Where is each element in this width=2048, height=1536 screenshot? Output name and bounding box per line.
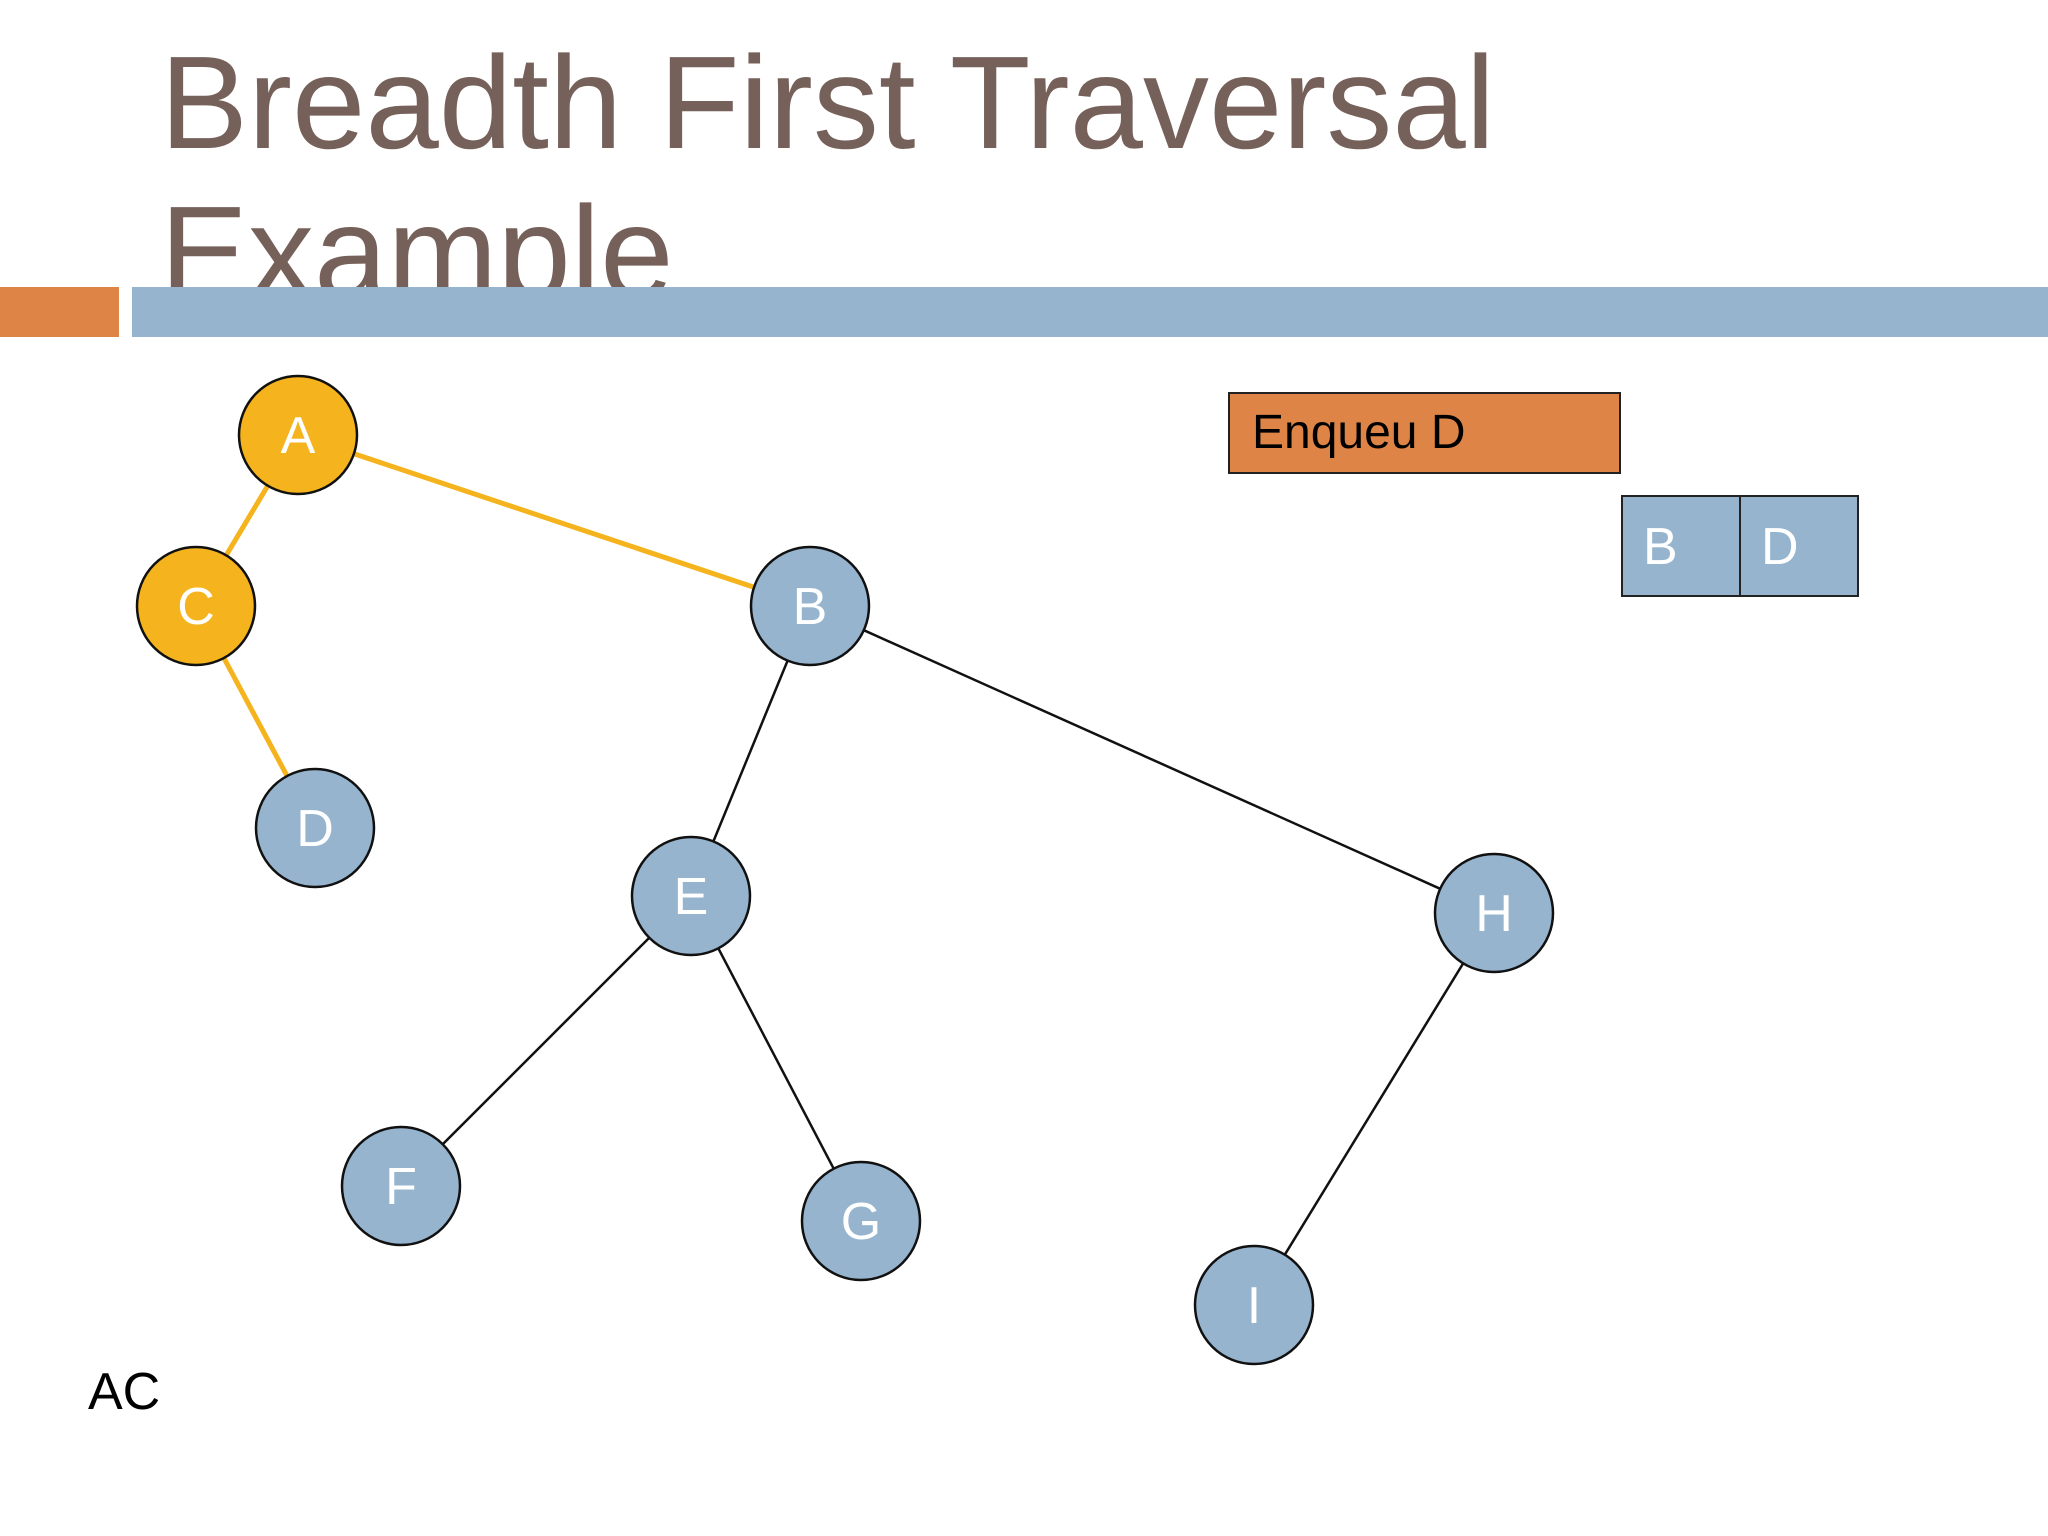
node-c: C: [135, 545, 257, 667]
node-circle: [1193, 1244, 1315, 1366]
node-circle: [254, 767, 376, 889]
node-label: B: [793, 578, 828, 636]
node-label: H: [1475, 885, 1513, 943]
edge-a-c: [224, 484, 270, 557]
node-e: E: [630, 835, 752, 957]
queue-cell: D: [1739, 495, 1859, 597]
node-label: D: [296, 800, 334, 858]
slide-title: Breadth First Traversal Example: [160, 28, 1960, 328]
node-label: G: [841, 1193, 881, 1251]
node-f: F: [340, 1125, 462, 1247]
node-a: A: [237, 374, 359, 496]
graph-edges: [221, 451, 1465, 1256]
node-label: E: [674, 868, 709, 926]
accent-bar-blue: [132, 287, 2048, 337]
node-circle: [135, 545, 257, 667]
node-circle: [749, 545, 871, 667]
node-b: B: [749, 545, 871, 667]
visited-sequence: AC: [88, 1363, 161, 1421]
node-label: A: [281, 407, 316, 465]
node-label: C: [177, 578, 215, 636]
queue: B D: [1621, 495, 1859, 597]
edge-c-d: [221, 656, 290, 778]
node-circle: [800, 1160, 922, 1282]
node-circle: [340, 1125, 462, 1247]
edge-e-f: [441, 936, 651, 1146]
node-circle: [237, 374, 359, 496]
edge-e-g: [717, 947, 835, 1170]
status-enqueue-box: Enqueu D: [1228, 392, 1621, 474]
accent-bar-orange: [0, 287, 119, 337]
node-g: G: [800, 1160, 922, 1282]
node-h: H: [1433, 852, 1555, 974]
node-label: F: [385, 1158, 417, 1216]
edge-b-e: [712, 660, 789, 842]
node-circle: [630, 835, 752, 957]
queue-cell: B: [1621, 495, 1741, 597]
edge-h-i: [1283, 962, 1465, 1256]
node-d: D: [254, 767, 376, 889]
edge-b-h: [863, 629, 1441, 890]
node-i: I: [1193, 1244, 1315, 1366]
title-line-1: Breadth First Traversal: [160, 29, 1496, 176]
edge-a-b: [353, 451, 755, 590]
node-label: I: [1247, 1277, 1261, 1335]
graph-nodes: A B C D E F G H I: [135, 374, 1555, 1366]
node-circle: [1433, 852, 1555, 974]
